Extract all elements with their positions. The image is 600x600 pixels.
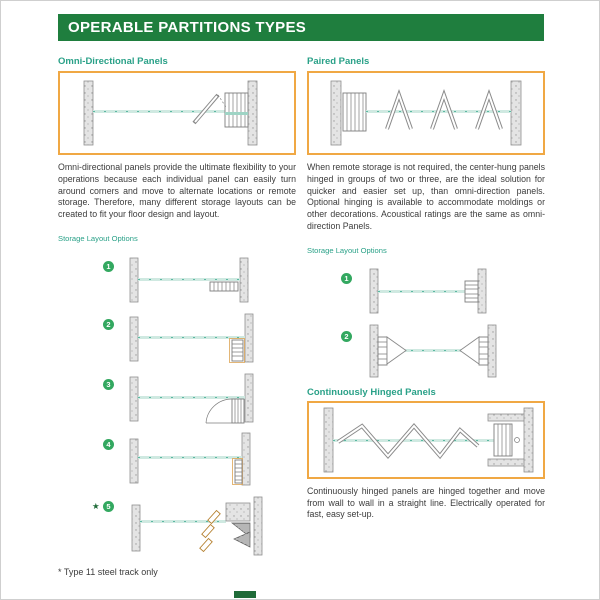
track bbox=[333, 438, 505, 442]
stacked-panels bbox=[224, 92, 249, 128]
layout-option-row-1: 1 bbox=[307, 265, 545, 317]
hatched-panels bbox=[230, 522, 251, 538]
wall-left bbox=[83, 80, 94, 146]
footer-mark bbox=[234, 591, 256, 598]
layout-option-row-4: 4 bbox=[58, 431, 296, 487]
paired-storage-layout-1-diagram bbox=[369, 268, 487, 314]
layout-number-badge: 1 bbox=[103, 260, 114, 272]
type11-star-marker: ★ bbox=[92, 500, 100, 511]
fanned-panels-left bbox=[386, 335, 407, 365]
stacked-panels-left bbox=[377, 336, 388, 366]
wall-left bbox=[323, 407, 334, 473]
operator-knob bbox=[514, 436, 520, 443]
layout-option-row-5: ★ 5 bbox=[58, 493, 296, 557]
paired-panels-section: Paired Panels When remote storage is not… bbox=[307, 56, 545, 521]
fanned-panels-right bbox=[459, 335, 480, 365]
layout-number-badge: 5 bbox=[103, 500, 114, 512]
layout-number-badge: 3 bbox=[103, 378, 114, 390]
paired-panel-pairs bbox=[385, 88, 503, 130]
layout-option-row-3: 3 bbox=[58, 371, 296, 425]
storage-layout-3-diagram bbox=[129, 373, 254, 424]
hatched-panels bbox=[233, 531, 251, 548]
storage-layout-options-label-left: Storage Layout Options bbox=[58, 233, 138, 243]
page-title-bar: OPERABLE PARTITIONS TYPES bbox=[58, 14, 544, 41]
continuous-description: Continuously hinged panels are hinged to… bbox=[307, 485, 545, 520]
omni-directional-diagram bbox=[83, 80, 258, 146]
storage-layout-options-label-right: Storage Layout Options bbox=[307, 245, 387, 255]
corner-pocket bbox=[225, 502, 251, 522]
layout-option-row-2: 2 bbox=[58, 311, 296, 365]
omni-section-title: Omni-Directional Panels bbox=[58, 56, 168, 67]
wall-right bbox=[523, 407, 534, 473]
layout-number-badge: 4 bbox=[103, 438, 114, 450]
storage-layout-4-diagram bbox=[129, 432, 251, 486]
stacked-panels bbox=[464, 280, 479, 303]
storage-layout-5-diagram bbox=[131, 496, 263, 556]
stacked-panels bbox=[493, 423, 513, 457]
stacked-panels bbox=[209, 281, 239, 292]
stacked-panels bbox=[342, 92, 367, 132]
door-swing-arc bbox=[205, 398, 233, 424]
storage-layout-1-diagram bbox=[129, 257, 249, 303]
stacked-panels bbox=[234, 459, 243, 484]
wall-left bbox=[330, 80, 342, 146]
paired-description: When remote storage is not required, the… bbox=[307, 162, 545, 231]
layout-option-row-1: 1 bbox=[58, 253, 296, 305]
storage-layout-2-diagram bbox=[129, 313, 254, 363]
layout-number-badge: 2 bbox=[341, 330, 352, 342]
continuous-section-title: Continuously Hinged Panels bbox=[307, 386, 436, 398]
continuously-hinged-diagram bbox=[323, 407, 534, 473]
omni-description: Omni-directional panels provide the ulti… bbox=[58, 162, 296, 220]
layout-number-badge: 2 bbox=[103, 318, 114, 330]
paired-storage-layout-2-diagram bbox=[369, 324, 497, 378]
turning-panels bbox=[199, 509, 221, 553]
wall-right bbox=[510, 80, 522, 146]
footnote: * Type 11 steel track only bbox=[58, 567, 158, 577]
continuous-diagram-box bbox=[307, 400, 545, 479]
paired-panels-diagram bbox=[330, 80, 522, 146]
layout-option-row-2: 2 bbox=[307, 323, 545, 379]
omni-diagram-box bbox=[58, 71, 296, 155]
paired-section-title: Paired Panels bbox=[307, 56, 370, 67]
page-title: OPERABLE PARTITIONS TYPES bbox=[68, 19, 307, 36]
stacked-panels-right bbox=[478, 336, 489, 366]
stacked-panels bbox=[231, 339, 244, 362]
paired-diagram-box bbox=[307, 71, 545, 155]
omni-directional-section: Omni-Directional Panels Omni-directional… bbox=[58, 56, 296, 557]
wall-right bbox=[247, 80, 258, 146]
layout-number-badge: 1 bbox=[341, 272, 352, 284]
